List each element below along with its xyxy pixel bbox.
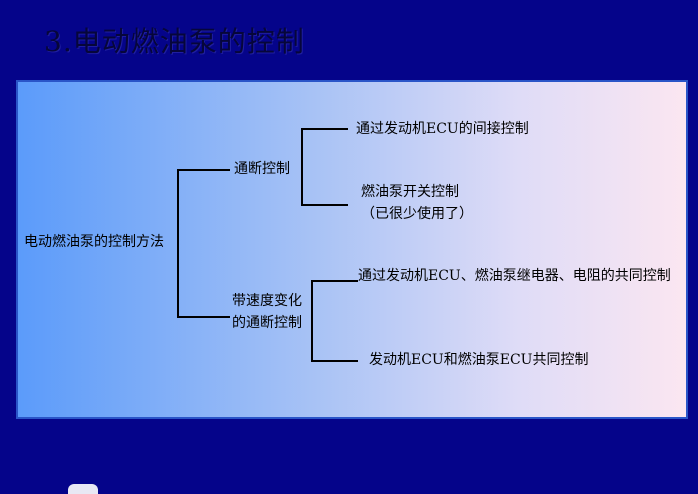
branch2-bracket: [311, 280, 358, 362]
slide-title: 3.电动燃油泵的控制: [44, 25, 305, 58]
leaf-node-ecu-pump-ecu: 发动机ECU和燃油泵ECU共同控制: [369, 352, 589, 368]
diagram-panel: 电动燃油泵的控制方法 通断控制 通过发动机ECU的间接控制 燃油泵开关控制 （已…: [16, 80, 688, 419]
leaf-node-pump-switch-note: （已很少使用了）: [361, 206, 473, 222]
leaf-node-pump-switch: 燃油泵开关控制: [361, 184, 459, 200]
branch-node-speed-change-line1: 带速度变化: [232, 293, 302, 309]
root-node: 电动燃油泵的控制方法: [24, 234, 164, 250]
branch-node-on-off: 通断控制: [234, 161, 290, 177]
slide-nav-button[interactable]: [68, 484, 98, 494]
root-bracket: [177, 169, 230, 318]
leaf-node-ecu-indirect: 通过发动机ECU的间接控制: [356, 121, 529, 137]
leaf-node-ecu-relay-resistor: 通过发动机ECU、燃油泵继电器、电阻的共同控制: [358, 268, 671, 284]
branch1-bracket: [301, 128, 348, 206]
branch-node-speed-change-line2: 的通断控制: [232, 315, 302, 331]
tree-connectors: [177, 128, 358, 362]
